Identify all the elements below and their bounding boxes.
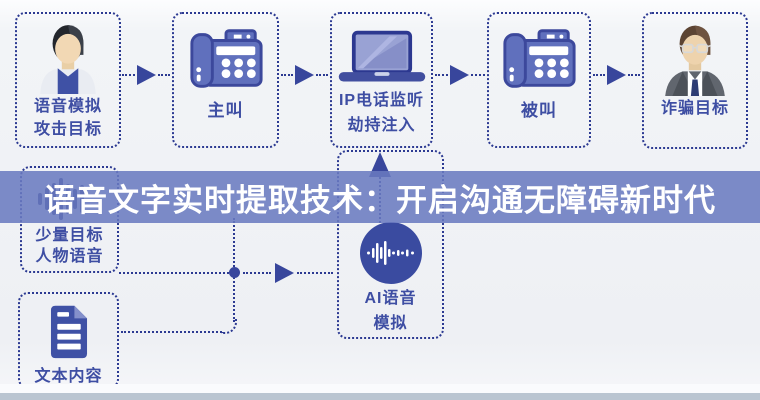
node-label: 主叫 <box>207 101 244 120</box>
line-sample-voice-to-junction <box>119 272 229 274</box>
node-label: AI语音 <box>364 290 417 307</box>
node-label: 被叫 <box>521 101 557 120</box>
ai-waveform-circle-icon <box>359 222 422 284</box>
node-text-content: 文本内容 <box>18 292 119 389</box>
junction-dot <box>229 267 240 278</box>
node-label: 语音模拟 <box>33 98 102 115</box>
arrow-caller-to-intercept <box>281 65 328 85</box>
headline-text: 语音文字实时提取技术：开启沟通无障碍新时代 <box>44 182 716 218</box>
node-label: 模拟 <box>373 315 408 333</box>
node-label: 文本内容 <box>34 367 103 385</box>
node-fraud-target: 诈骗目标 <box>642 12 748 149</box>
node-label: 诈骗目标 <box>660 100 729 117</box>
node-label: 少量目标 <box>35 227 104 244</box>
arrow-intercept-to-callee <box>435 65 485 85</box>
person-victim-icon <box>40 25 96 94</box>
node-caller: 主叫 <box>172 12 279 148</box>
node-ai-voice: AI语音 模拟 <box>337 150 444 339</box>
person-businessman-icon <box>665 25 725 96</box>
arrow-attack-target-to-caller <box>122 65 170 85</box>
arrow-callee-to-fraud-target <box>593 65 640 85</box>
node-attack-target: 语音模拟 攻击目标 <box>15 12 121 148</box>
page-bottom-white-strip <box>0 384 760 393</box>
node-label: 劫持注入 <box>347 117 416 135</box>
line-corner <box>221 318 237 334</box>
desk-phone-icon <box>189 29 263 88</box>
node-label: IP电话监听 <box>338 92 425 109</box>
page-bottom-gray-band <box>0 393 760 400</box>
desk-phone-icon <box>503 29 576 88</box>
headline-banner: 语音文字实时提取技术：开启沟通无障碍新时代 <box>0 171 760 223</box>
node-label: 攻击目标 <box>33 121 102 139</box>
arrow-junction-to-ai-voice <box>243 263 333 283</box>
line-text-content-to-corner <box>121 331 222 333</box>
document-icon <box>50 305 87 359</box>
arrow-ai-voice-to-intercept <box>369 152 391 177</box>
node-label: 人物语音 <box>35 248 104 266</box>
laptop-icon <box>338 30 425 82</box>
node-ip-intercept: IP电话监听 劫持注入 <box>330 12 433 148</box>
node-callee: 被叫 <box>487 12 591 148</box>
